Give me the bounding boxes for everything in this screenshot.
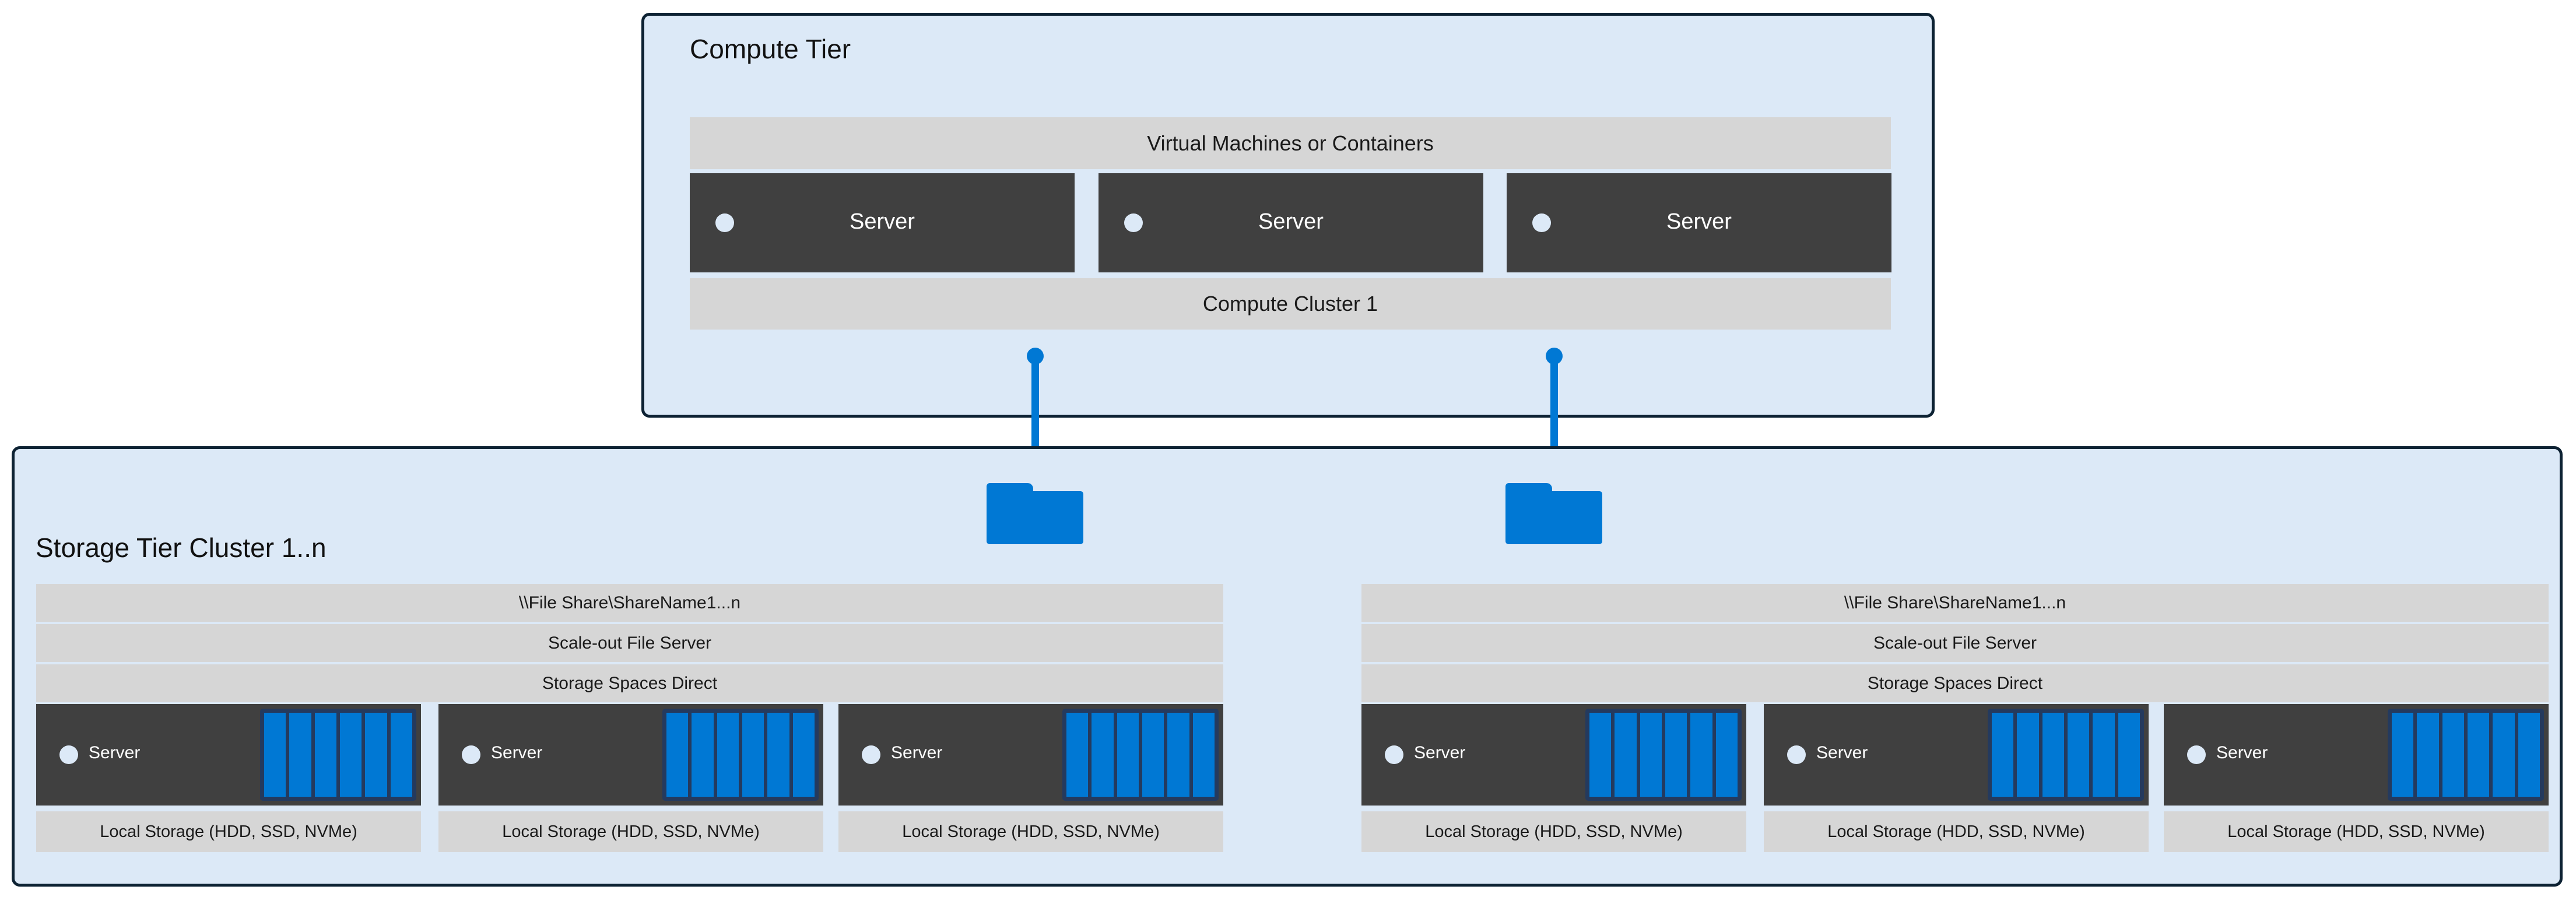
- compute-server-node-3: Server: [1507, 173, 1891, 272]
- compute-tier-container: Compute Tier Virtual Machines or Contain…: [641, 13, 1935, 418]
- storage-server-label: Server: [1414, 743, 1466, 762]
- disk-array-icon: [1585, 709, 1742, 801]
- server-status-indicator-icon: [862, 745, 880, 764]
- folder-body: [987, 491, 1083, 544]
- storage-server-node-3: Server: [838, 704, 1223, 806]
- storage-server-label: Server: [2216, 743, 2268, 762]
- local-storage-label: Local Storage (HDD, SSD, NVMe): [438, 811, 823, 852]
- storage-spaces-direct-band: Storage Spaces Direct: [36, 664, 1223, 702]
- server-status-indicator-icon: [2187, 745, 2206, 764]
- folder-body: [1505, 491, 1602, 544]
- connector-endpoint-dot-2-top: [1546, 348, 1563, 365]
- storage-server-label: Server: [1816, 743, 1868, 762]
- server-status-indicator-icon: [1124, 213, 1143, 232]
- file-share-band: \\File Share\ShareName1...n: [36, 584, 1223, 622]
- disk-array-icon: [1988, 709, 2144, 801]
- storage-server-label: Server: [89, 743, 141, 762]
- server-status-indicator-icon: [1385, 745, 1403, 764]
- compute-server-node-1: Server: [690, 173, 1075, 272]
- storage-tier-container: Storage Tier Cluster 1..n \\File Share\S…: [12, 446, 2563, 887]
- compute-server-label: Server: [1666, 209, 1732, 234]
- compute-server-node-2: Server: [1099, 173, 1483, 272]
- local-storage-label: Local Storage (HDD, SSD, NVMe): [36, 811, 421, 852]
- server-status-indicator-icon: [715, 213, 734, 232]
- storage-server-node-2: Server: [1764, 704, 2149, 806]
- scale-out-file-server-band: Scale-out File Server: [36, 624, 1223, 662]
- local-storage-label: Local Storage (HDD, SSD, NVMe): [1764, 811, 2149, 852]
- local-storage-label: Local Storage (HDD, SSD, NVMe): [1361, 811, 1746, 852]
- server-status-indicator-icon: [59, 745, 78, 764]
- local-storage-label: Local Storage (HDD, SSD, NVMe): [2164, 811, 2549, 852]
- storage-spaces-direct-band: Storage Spaces Direct: [1361, 664, 2549, 702]
- disk-array-icon: [662, 709, 819, 801]
- storage-tier-title: Storage Tier Cluster 1..n: [36, 533, 327, 563]
- disk-array-icon: [260, 709, 416, 801]
- compute-tier-title: Compute Tier: [690, 34, 851, 64]
- disk-array-icon: [1062, 709, 1219, 801]
- storage-server-node-1: Server: [36, 704, 421, 806]
- storage-server-node-3: Server: [2164, 704, 2549, 806]
- compute-cluster-band: Compute Cluster 1: [690, 278, 1891, 330]
- storage-cluster-2: \\File Share\ShareName1...n Scale-out Fi…: [1361, 584, 2549, 852]
- server-status-indicator-icon: [1532, 213, 1551, 232]
- folder-icon: [1505, 483, 1602, 544]
- disk-array-icon: [2388, 709, 2544, 801]
- compute-server-label: Server: [850, 209, 915, 234]
- storage-server-label: Server: [491, 743, 543, 762]
- storage-server-label: Server: [891, 743, 943, 762]
- file-share-band: \\File Share\ShareName1...n: [1361, 584, 2549, 622]
- scale-out-file-server-band: Scale-out File Server: [1361, 624, 2549, 662]
- compute-server-label: Server: [1258, 209, 1324, 234]
- storage-cluster-1: \\File Share\ShareName1...n Scale-out Fi…: [36, 584, 1223, 852]
- connector-endpoint-dot-1-top: [1027, 348, 1044, 365]
- virtual-machines-band: Virtual Machines or Containers: [690, 117, 1891, 169]
- server-status-indicator-icon: [462, 745, 480, 764]
- storage-server-node-2: Server: [438, 704, 823, 806]
- server-status-indicator-icon: [1787, 745, 1806, 764]
- local-storage-label: Local Storage (HDD, SSD, NVMe): [838, 811, 1223, 852]
- storage-server-node-1: Server: [1361, 704, 1746, 806]
- folder-icon: [987, 483, 1083, 544]
